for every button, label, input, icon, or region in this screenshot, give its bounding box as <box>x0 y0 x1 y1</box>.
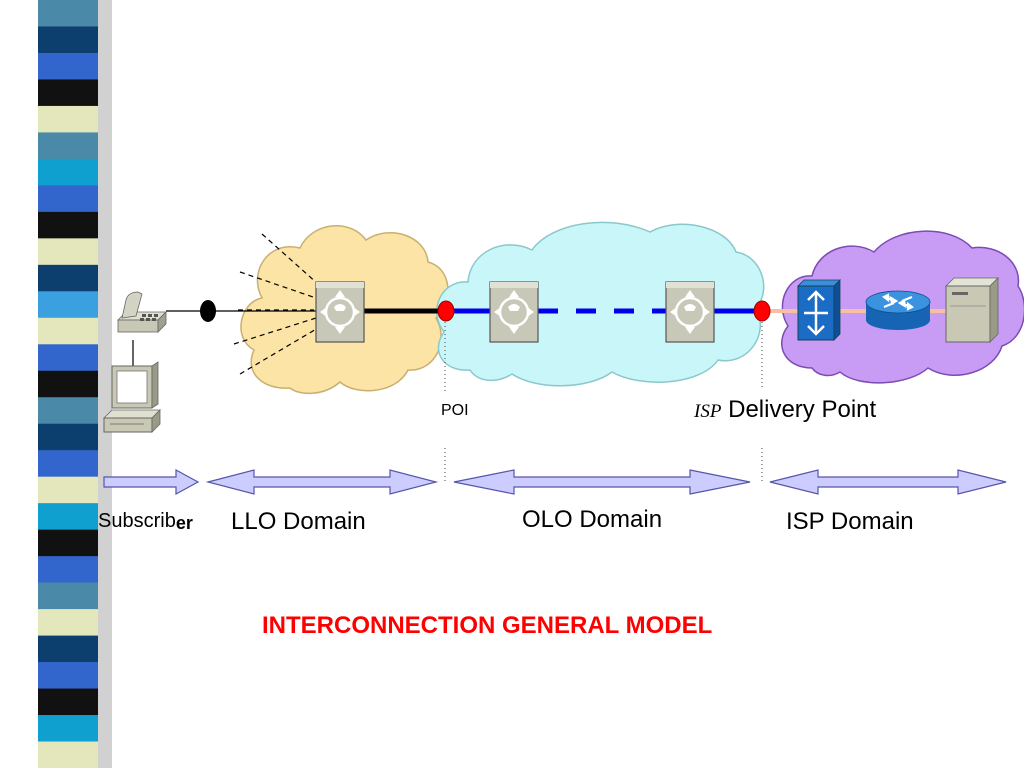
isp-delivery-suffix: Delivery Point <box>728 396 877 423</box>
stripe-segment <box>38 370 98 398</box>
stripe-segment <box>38 450 98 478</box>
stripe-segment <box>38 609 98 637</box>
stripe-segment <box>38 211 98 239</box>
stripe-segment <box>38 238 98 266</box>
poi-dot <box>437 300 455 322</box>
boundary-markers <box>444 322 763 482</box>
stripe-shadow <box>98 0 112 768</box>
stripe-segment <box>38 529 98 557</box>
stripe-segment <box>38 52 98 80</box>
stripe-segment <box>38 317 98 345</box>
isp-domain-arrow <box>769 469 1007 495</box>
stripe-segment <box>38 688 98 716</box>
stripe-segment <box>38 264 98 292</box>
olo-domain-label: OLO Domain <box>522 506 663 533</box>
stripe-segment <box>38 291 98 319</box>
subscriber-label: Subscriber <box>98 510 193 533</box>
stripe-segment <box>38 423 98 451</box>
olo-cloud <box>436 221 765 387</box>
llo-domain-arrow <box>205 469 439 495</box>
isp-router-icon <box>865 290 931 330</box>
stripe-segment <box>38 582 98 610</box>
stripe-segment <box>38 105 98 133</box>
stripe-segment <box>38 0 98 27</box>
computer-icon <box>103 361 161 433</box>
stripe-segment <box>38 79 98 107</box>
stripe-segment <box>38 662 98 690</box>
llo-domain-label: LLO Domain <box>231 508 366 535</box>
stripe-segment <box>38 158 98 186</box>
isp-server-icon <box>945 277 999 343</box>
decorative-stripe-bar <box>38 0 98 768</box>
llo-switch-icon <box>315 281 365 343</box>
poi-label: POI <box>441 402 469 419</box>
subscriber-arrow <box>103 468 200 496</box>
subscriber-connection-node <box>200 300 216 322</box>
stripe-segment <box>38 26 98 54</box>
subscriber-label-part1: Subscrib <box>98 510 176 532</box>
stripe-segment <box>38 635 98 663</box>
isp-domain-label: ISP Domain <box>786 508 914 535</box>
stripe-segment <box>38 397 98 425</box>
isp-delivery-prefix: ISP <box>694 401 722 422</box>
diagram-title: INTERCONNECTION GENERAL MODEL <box>262 612 713 639</box>
olo-switch-right-icon <box>665 281 715 343</box>
stripe-segment <box>38 556 98 584</box>
stripe-segment <box>38 715 98 743</box>
stripe-segment <box>38 344 98 372</box>
telephone-icon <box>117 291 167 333</box>
olo-switch-left-icon <box>489 281 539 343</box>
subscriber-label-part2: er <box>175 513 193 533</box>
isp-delivery-dot <box>753 300 771 322</box>
subscriber-fan-lines <box>233 233 319 375</box>
stripe-segment <box>38 503 98 531</box>
isp-switch-icon <box>797 279 841 341</box>
stripe-segment <box>38 741 98 768</box>
stripe-segment <box>38 132 98 160</box>
stripe-segment <box>38 185 98 213</box>
isp-delivery-point-label: ISP Delivery Point <box>694 396 876 424</box>
olo-domain-arrow <box>453 469 751 495</box>
stripe-segment <box>38 476 98 504</box>
